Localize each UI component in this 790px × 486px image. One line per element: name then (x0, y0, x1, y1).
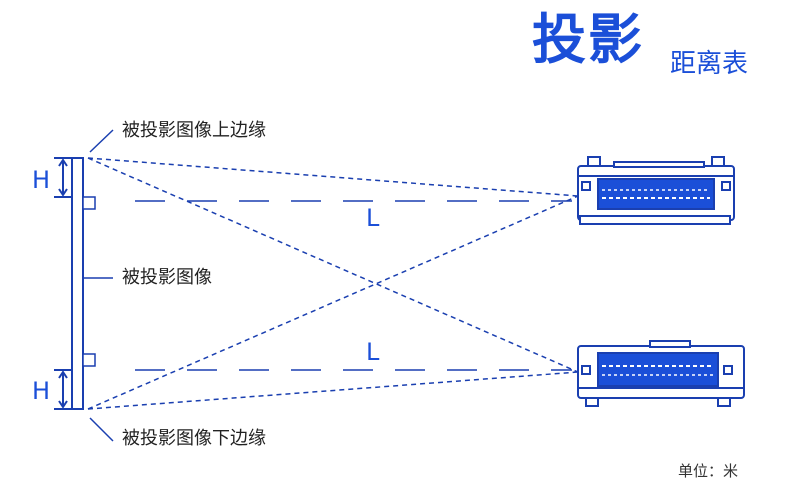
title-sub: 距离表 (670, 49, 749, 79)
screen-bar (71, 157, 84, 410)
l-label-bottom: L (366, 338, 380, 366)
l-label-top: L (366, 204, 380, 232)
screen-tab-bottom (82, 353, 96, 367)
projection-beams (87, 157, 579, 410)
projector-top (577, 156, 735, 225)
label-center: 被投影图像 (122, 267, 212, 288)
h-bracket-bottom (54, 369, 72, 410)
projector-bottom (577, 340, 745, 407)
screen-tab-top (82, 196, 96, 210)
leader-top (89, 129, 114, 153)
label-bottom-edge: 被投影图像下边缘 (122, 428, 266, 449)
label-top-edge: 被投影图像上边缘 (122, 120, 266, 141)
title-main: 投影 (532, 8, 644, 71)
h-label-bottom: H (32, 377, 51, 405)
leader-bottom (89, 417, 114, 442)
h-bracket-top (54, 157, 72, 198)
unit-label: 单位：米 (678, 462, 739, 480)
h-label-top: H (32, 166, 51, 194)
